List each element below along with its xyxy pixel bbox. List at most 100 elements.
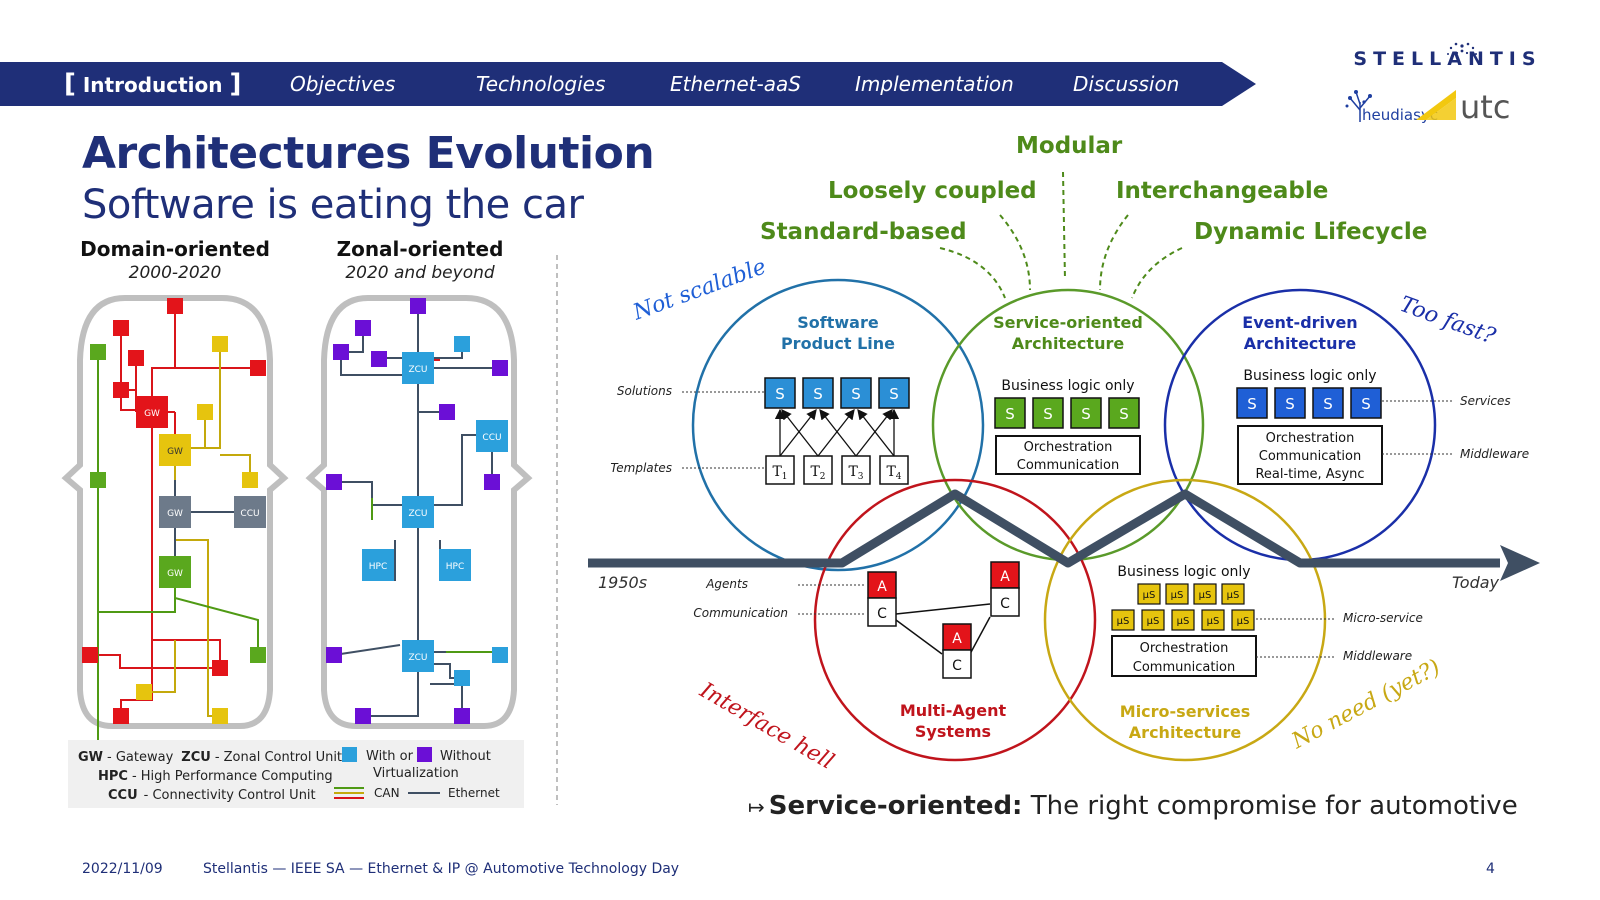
gateway-label: GW: [167, 509, 183, 519]
ccu-label: CCU: [482, 433, 501, 443]
ecu-node: [250, 360, 266, 376]
spl-s-label: S: [889, 385, 899, 403]
spl-template-box: [879, 455, 909, 485]
mas-links: [895, 603, 991, 655]
eda-service-boxes: S S S S: [1236, 387, 1382, 419]
eda-s-label: S: [1285, 395, 1295, 413]
msa-orchestration-label: Orchestration: [1140, 641, 1229, 656]
legend-ethernet: Ethernet: [448, 786, 500, 800]
soa-communication-label: Communication: [1017, 458, 1119, 473]
mas-agents: A C A C A C: [867, 561, 1020, 679]
soa-title-2: Architecture: [1012, 334, 1125, 353]
msa-microservice-box: [1171, 609, 1195, 631]
eda-title-2: Architecture: [1244, 334, 1357, 353]
conclusion-bold: Service-oriented:: [768, 791, 1023, 821]
trait-loosely-coupled: Loosely coupled: [828, 178, 1037, 204]
msa-mu-label: µS: [1227, 590, 1240, 601]
spl-title-2: Product Line: [781, 334, 895, 353]
ecu-node: [128, 350, 144, 366]
nav-discussion[interactable]: Discussion: [1073, 72, 1180, 96]
ecu-node: [326, 647, 342, 663]
legend-can: CAN: [374, 786, 400, 800]
ecu-node: [212, 336, 228, 352]
eda-realtime-label: Real-time, Async: [1255, 467, 1364, 482]
spl-template-box: [803, 455, 833, 485]
conclusion-arrow-icon: ↦: [748, 795, 765, 819]
ecu-node: [410, 298, 426, 314]
mas-circle: [813, 478, 1097, 762]
architecture-evolution-diagram: 1950s Today Software Product Line Soluti…: [588, 171, 1540, 762]
mas-title-2: Systems: [915, 722, 991, 741]
msa-microservice-box: [1165, 583, 1189, 605]
mas-c-label: C: [1000, 596, 1010, 612]
spl-t-prefix: T: [886, 464, 896, 480]
zcu-node: [402, 640, 434, 672]
svg-text:HPC- High Performance Computin: HPC- High Performance Computing: [98, 769, 333, 784]
domain-ecu-nodes: GW GW GW CCU GW: [82, 298, 266, 724]
ecu-node: [113, 320, 129, 336]
msa-title-2: Architecture: [1129, 723, 1242, 742]
trait-standard-based: Standard-based: [760, 219, 967, 245]
msa-mu-label: µS: [1199, 590, 1212, 601]
spl-title-1: Software: [797, 313, 879, 332]
soa-s-label: S: [1081, 405, 1091, 423]
soa-service-box: [1032, 397, 1064, 429]
ecu-node: [212, 708, 228, 724]
nav-ethernet-aas[interactable]: Ethernet-aaS: [670, 72, 801, 96]
domain-oriented-title: Domain-oriented: [80, 237, 270, 261]
svg-text:T3: T3: [848, 464, 863, 482]
spl-t-index: 3: [858, 472, 864, 482]
ecu-node: [242, 472, 258, 488]
ecu-node: [90, 344, 106, 360]
msa-microservice-box: [1231, 609, 1255, 631]
spl-solution-box: [878, 377, 910, 409]
msa-microservice-grid: µS µS µS µS µS µS µS µS µS: [1111, 583, 1255, 631]
spl-t-index: 2: [820, 472, 826, 482]
mas-comm-box: [990, 587, 1020, 617]
nav-technologies[interactable]: Technologies: [476, 72, 606, 96]
timeline-start: 1950s: [598, 573, 647, 592]
spl-s-label: S: [813, 385, 823, 403]
spl-arrows: [774, 408, 900, 457]
eda-orchestration-box: [1237, 425, 1383, 485]
ecu-node: [439, 404, 455, 420]
nav-introduction[interactable]: [ Introduction ]: [64, 62, 241, 106]
zcu-node: [402, 352, 434, 384]
nav-objectives[interactable]: Objectives: [290, 72, 396, 96]
ecu-node: [355, 320, 371, 336]
nav-background: [0, 62, 1256, 106]
soa-business-label: Business logic only: [1001, 378, 1134, 394]
stellantis-wordmark: STELLANTIS: [1353, 48, 1542, 70]
spl-s-label: S: [851, 385, 861, 403]
msa-orchestration-box: [1111, 635, 1257, 677]
msa-mu-label: µS: [1171, 590, 1184, 601]
soa-s-label: S: [1005, 405, 1015, 423]
msa-mu-label: µS: [1207, 616, 1220, 627]
legend-hpc-abbr: HPC: [98, 769, 128, 784]
footer-page-number: 4: [1486, 861, 1495, 877]
msa-microservice-box: [1137, 583, 1161, 605]
mas-c-label: C: [952, 658, 962, 674]
nav-implementation[interactable]: Implementation: [855, 72, 1014, 96]
ecu-node: [82, 647, 98, 663]
eda-orchestration-label: Orchestration: [1266, 431, 1355, 446]
msa-mu-label: µS: [1117, 616, 1130, 627]
msa-circle: [1043, 478, 1327, 762]
mas-communication-label: Communication: [693, 606, 788, 620]
svg-text:T4: T4: [886, 464, 901, 482]
msa-mu-label: µS: [1237, 616, 1250, 627]
gateway-node: [159, 496, 191, 528]
spl-s-label: S: [775, 385, 785, 403]
ecu-node: [454, 670, 470, 686]
spl-circle: [691, 278, 985, 572]
eda-s-label: S: [1361, 395, 1371, 413]
ecu-node: [90, 472, 106, 488]
ecu-node: [326, 474, 342, 490]
mas-comm-box: [942, 649, 972, 679]
msa-micro-label: Micro-service: [1343, 611, 1423, 625]
legend-can-swatch: [334, 787, 364, 799]
ccu-node: [476, 420, 508, 452]
zcu-label: ZCU: [408, 365, 427, 375]
eda-business-label: Business logic only: [1243, 368, 1376, 384]
eda-middleware-label: Middleware: [1460, 447, 1529, 461]
